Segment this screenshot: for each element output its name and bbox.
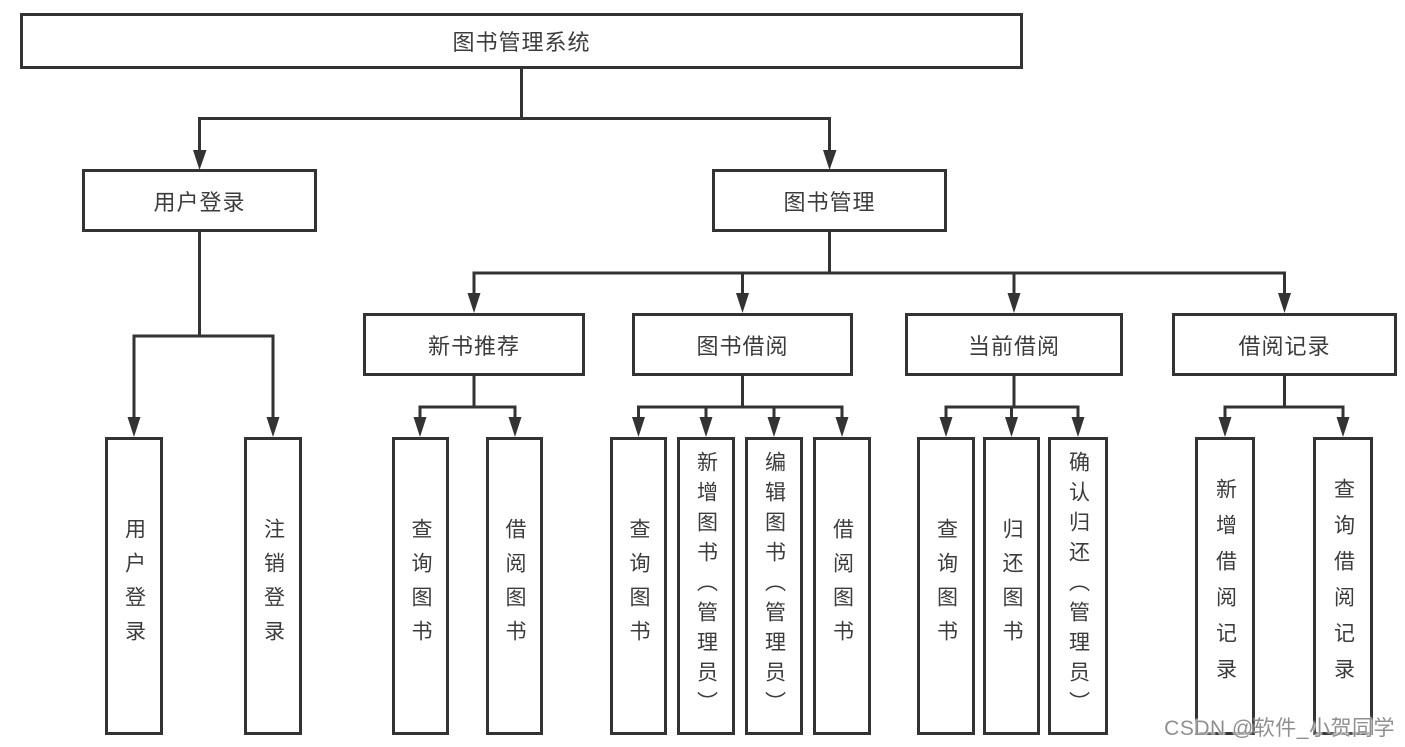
node-book-borrowing-label: 图书借阅 (696, 333, 789, 359)
leaf-user-login-label: 用户登录 (122, 518, 146, 654)
leaf-borrow-books-recommend: 借阅图书 (486, 437, 543, 735)
arrowheads-root-branch (193, 150, 837, 170)
leaf-borrow-books-borrowing-label: 借阅图书 (830, 518, 854, 654)
leaf-return-books: 归还图书 (983, 437, 1040, 735)
node-book-management: 图书管理 (712, 169, 947, 232)
node-current-borrowing: 当前借阅 (905, 313, 1123, 376)
leaf-edit-books-admin-label: 编辑图书（管理员） (762, 451, 786, 721)
node-user-login: 用户登录 (82, 169, 317, 232)
node-borrowing-records-label: 借阅记录 (1238, 333, 1331, 359)
node-library-system-label: 图书管理系统 (452, 30, 591, 55)
leaf-query-books-current: 查询图书 (917, 437, 975, 735)
node-book-borrowing: 图书借阅 (632, 313, 853, 376)
leaf-add-books-admin: 新增图书（管理员） (677, 437, 735, 735)
leaf-logout-label: 注销登录 (261, 518, 285, 654)
leaf-query-books-borrowing-label: 查询图书 (627, 518, 650, 654)
node-new-book-recommend-label: 新书推荐 (427, 333, 520, 359)
connector-current-borrow-branch (944, 375, 1080, 420)
node-new-book-recommend: 新书推荐 (363, 313, 585, 376)
csdn-watermark: CSDN @软件_小贺同学 (1164, 717, 1395, 740)
leaf-query-books-current-label: 查询图书 (934, 518, 958, 654)
connector-root-branch (198, 67, 831, 152)
node-borrowing-records: 借阅记录 (1172, 313, 1397, 376)
node-library-system: 图书管理系统 (20, 13, 1023, 69)
leaf-borrow-books-recommend-label: 借阅图书 (503, 518, 526, 654)
arrowheads-borrow-records-branch (1218, 417, 1350, 437)
leaf-query-borrow-record: 查询借阅记录 (1313, 437, 1373, 735)
leaf-return-books-label: 归还图书 (1000, 518, 1023, 654)
arrowheads-book-management-branch (467, 293, 1291, 313)
leaf-query-books-recommend-label: 查询图书 (409, 518, 432, 654)
node-book-management-label: 图书管理 (783, 189, 876, 215)
leaf-add-books-admin-label: 新增图书（管理员） (694, 451, 718, 721)
leaf-query-books-recommend: 查询图书 (392, 437, 449, 735)
arrowheads-user-login-branch (127, 417, 280, 437)
connector-book-management-branch (472, 231, 1286, 296)
leaf-add-borrow-record-label: 新增借阅记录 (1213, 478, 1237, 694)
leaf-query-books-borrowing: 查询图书 (610, 437, 667, 735)
arrowheads-new-book-branch (413, 417, 522, 437)
arrowheads-book-borrow-branch (632, 417, 849, 437)
leaf-confirm-return-admin-label: 确认归还（管理员） (1066, 451, 1090, 721)
connector-user-login-branch (132, 231, 275, 420)
node-current-borrowing-label: 当前借阅 (967, 333, 1060, 359)
leaf-confirm-return-admin: 确认归还（管理员） (1048, 437, 1108, 735)
leaf-add-borrow-record: 新增借阅记录 (1195, 437, 1255, 735)
connector-borrow-records-branch (1223, 375, 1345, 420)
node-user-login-label: 用户登录 (153, 189, 246, 215)
connector-new-book-branch (418, 375, 517, 420)
leaf-query-borrow-record-label: 查询借阅记录 (1331, 478, 1355, 694)
arrowheads-current-borrow-branch (939, 417, 1085, 437)
leaf-borrow-books-borrowing: 借阅图书 (813, 437, 871, 735)
leaf-user-login: 用户登录 (105, 437, 163, 735)
leaf-logout: 注销登录 (244, 437, 302, 735)
leaf-edit-books-admin: 编辑图书（管理员） (745, 437, 803, 735)
connector-book-borrow-branch (637, 375, 844, 420)
